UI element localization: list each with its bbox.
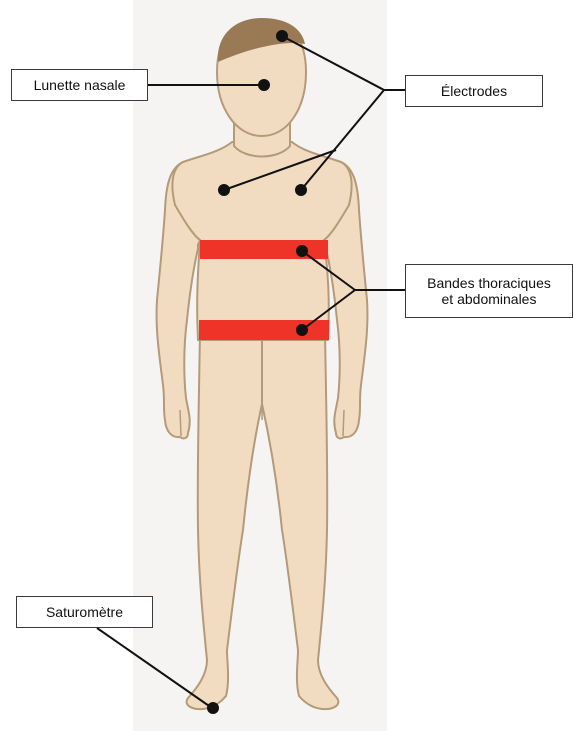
nasal-cannula-dot [258,79,270,91]
abdominal-belt [199,320,329,340]
belt-dot-thoracic [296,245,308,257]
oximeter-label: Saturomètre [16,596,153,628]
oximeter-dot [207,702,219,714]
belts-label-line1: Bandes thoraciques [427,275,551,291]
nasal-cannula-label: Lunette nasale [11,69,148,101]
belts-label-line2: et abdominales [442,291,537,307]
electrodes-label-text: Électrodes [441,83,507,99]
electrode-dot-chest-right [295,184,307,196]
electrodes-label: Électrodes [405,75,543,107]
electrode-dot-head [276,30,288,42]
belt-dot-abdominal [296,324,308,336]
oximeter-label-text: Saturomètre [46,604,123,620]
belts-label: Bandes thoraciques et abdominales [405,264,573,318]
electrode-dot-chest-left [218,184,230,196]
nasal-cannula-label-text: Lunette nasale [34,77,126,93]
